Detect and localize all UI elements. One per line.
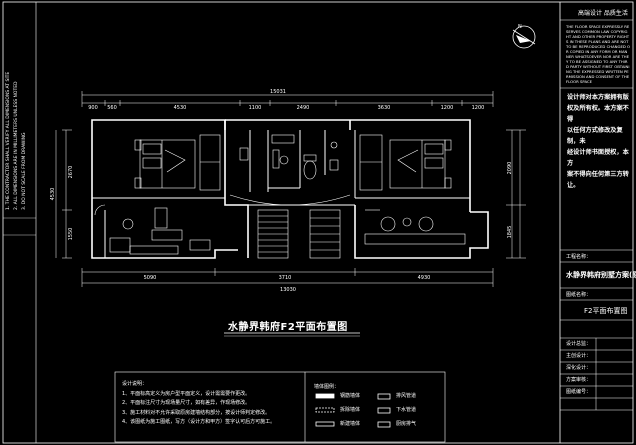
side-note-1: 1. THE CONTRACTOR SHALL VERIFY ALL DIMEN… — [6, 71, 11, 210]
svg-text:4530: 4530 — [174, 105, 187, 111]
svg-text:560: 560 — [107, 105, 117, 111]
legend-heading: 墙体图例： — [314, 384, 340, 390]
staircase — [229, 194, 351, 259]
note-item: 3、施工材料对不允许采取原房建墙结构部分，按设计师判定修改。 — [122, 409, 271, 416]
notes-frame — [114, 371, 446, 443]
statement-line: 设计师对本方案拥有版 — [567, 94, 629, 101]
svg-text:900: 900 — [88, 105, 98, 111]
statement-line: 经设计师书面授权，本方 — [567, 149, 629, 167]
company-header: 高端设计 品质生活 — [578, 10, 628, 17]
svg-text:1200: 1200 — [441, 105, 454, 111]
svg-text:2090: 2090 — [507, 162, 513, 175]
wall-legend: 墙体图例： — [314, 383, 339, 390]
svg-text:3710: 3710 — [279, 275, 292, 281]
side-note-2: 2. ALL DIMENSIONS ARE IN MILLIMETERS UNL… — [14, 81, 19, 210]
legend-item: 厨房排气 — [396, 421, 417, 427]
note-item: 1、平面标高定义为房户型平面定义，设计需需要作更改。 — [122, 390, 251, 397]
drawing-label: 图纸名称： — [566, 292, 592, 298]
svg-text:2670: 2670 — [68, 166, 74, 179]
note-item: 4、该图纸为施工图纸，写方（设计方和甲方）签字认可后方可施工。 — [122, 419, 276, 425]
svg-text:3630: 3630 — [378, 105, 391, 111]
lounge-left-furniture — [94, 204, 211, 255]
north-arrow-icon: N — [512, 24, 536, 49]
svg-text:1100: 1100 — [249, 105, 262, 111]
drawing-title: 水静界韩府F2平面布置图 — [228, 322, 348, 333]
title-block-grid — [560, 19, 633, 411]
svg-text:1550: 1550 — [68, 228, 74, 241]
legend-item: 下水管道 — [396, 407, 417, 413]
side-note-3: 3. DO NOT SCALE FROM DRAWING — [22, 132, 27, 210]
design-notes: 设计说明： 1、平面标高定义为房户型平面定义，设计需需要作更改。 2、平面标注尺… — [122, 380, 275, 428]
title-block-label: 设计总监： — [566, 341, 592, 347]
svg-text:4930: 4930 — [418, 275, 431, 281]
svg-text:1845: 1845 — [507, 226, 513, 239]
bathroom-fixtures — [239, 134, 339, 180]
legend-item: 钢筋墙体 — [340, 393, 361, 399]
lounge-right-furniture — [364, 209, 466, 245]
statement-line: 权及所有权。本方案不得 — [567, 105, 629, 123]
wardrobe-left — [199, 134, 221, 191]
legend-item: 拆除墙体 — [340, 407, 361, 413]
svg-text:N: N — [518, 24, 522, 30]
svg-text:13030: 13030 — [280, 287, 296, 293]
notes-heading: 设计说明： — [122, 381, 148, 387]
svg-text:2490: 2490 — [297, 105, 310, 111]
title-block-label: 图纸编号： — [566, 389, 592, 395]
title-block-label: 方案审核： — [566, 377, 592, 383]
svg-text:15031: 15031 — [270, 89, 286, 95]
bed-right — [359, 134, 452, 191]
legend-symbols — [315, 393, 391, 428]
interior-walls — [92, 130, 470, 258]
dimension-lines-bottom — [81, 268, 494, 287]
statement-line: 案不得向任何第三方转让。 — [567, 171, 629, 189]
legend-item: 排风管道 — [396, 393, 417, 399]
dimension-text: 15031 900 560 4530 1100 2490 3630 1200 1… — [50, 89, 513, 293]
svg-text:1200: 1200 — [472, 105, 485, 111]
title-block-label: 主创设计： — [566, 353, 592, 359]
english-copyright-note: THE FLOOR SPACE EXPRESSLY RESERVES COMMO… — [566, 24, 630, 84]
dimension-lines-left — [55, 129, 72, 259]
legend-item: 新建墙体 — [340, 421, 361, 427]
copyright-statement: 设计师对本方案拥有版 权及所有权。本方案不得 以任何方式修改及复制，未 经设计师… — [567, 92, 633, 191]
title-block-label: 深化设计： — [566, 365, 592, 371]
project-label: 工程名称： — [566, 254, 592, 260]
statement-line: 以任何方式修改及复制，未 — [567, 127, 623, 145]
svg-text:5090: 5090 — [144, 275, 157, 281]
dimension-lines-right — [506, 129, 526, 259]
dimension-lines-top — [81, 91, 494, 107]
exterior-walls — [91, 119, 489, 259]
svg-text:4530: 4530 — [50, 188, 56, 201]
project-name: 水静界韩府别墅方案(原 — [566, 271, 636, 279]
bed-left — [134, 139, 196, 189]
drawing-name: F2平面布置图 — [584, 307, 628, 315]
note-item: 2、平面标注尺寸为现场量尺寸，如有差异，作现场修改。 — [122, 400, 251, 406]
